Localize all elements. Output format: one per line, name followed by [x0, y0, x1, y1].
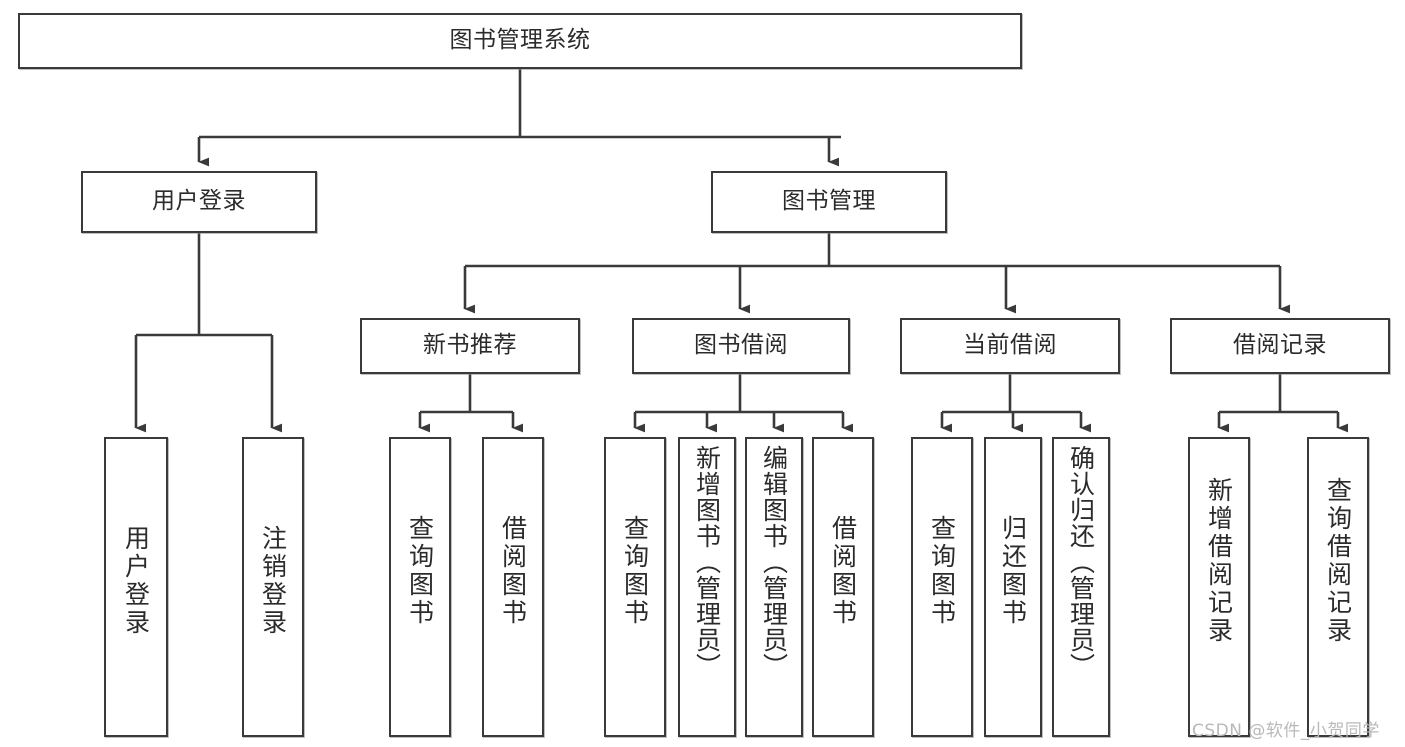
node-book-borrow[interactable]: 图书借阅 — [632, 318, 850, 374]
node-leaf-query-record[interactable]: 查询借阅记录 — [1307, 437, 1369, 737]
watermark: CSDN @软件_小贺同学 — [1192, 721, 1380, 741]
node-root-label: 图书管理系统 — [449, 27, 591, 54]
node-book-management-label: 图书管理 — [782, 188, 876, 215]
node-leaf-edit-book-label: 编辑图书（管理员） — [759, 445, 789, 679]
node-leaf-query-book-1-label: 查询图书 — [405, 515, 435, 627]
node-leaf-add-book-label: 新增图书（管理员） — [692, 445, 722, 679]
node-current-borrow-label: 当前借阅 — [963, 332, 1057, 359]
node-leaf-borrow-book-1-label: 借阅图书 — [498, 515, 528, 627]
node-leaf-return-book-label: 归还图书 — [998, 515, 1028, 627]
node-new-book-recommend[interactable]: 新书推荐 — [360, 318, 580, 374]
node-leaf-add-book[interactable]: 新增图书（管理员） — [678, 437, 736, 737]
node-leaf-add-record-label: 新增借阅记录 — [1204, 477, 1234, 645]
node-leaf-logout-login[interactable]: 注销登录 — [242, 437, 304, 737]
node-leaf-query-book-3-label: 查询图书 — [927, 515, 957, 627]
node-book-borrow-label: 图书借阅 — [694, 332, 788, 359]
node-leaf-query-record-label: 查询借阅记录 — [1323, 477, 1353, 645]
node-leaf-logout-login-label: 注销登录 — [258, 525, 288, 637]
node-leaf-query-book-3[interactable]: 查询图书 — [911, 437, 973, 737]
node-leaf-edit-book[interactable]: 编辑图书（管理员） — [745, 437, 803, 737]
node-user-login[interactable]: 用户登录 — [81, 171, 317, 233]
node-leaf-user-login[interactable]: 用户登录 — [104, 437, 168, 737]
node-leaf-confirm-return-label: 确认归还（管理员） — [1066, 445, 1096, 679]
node-leaf-return-book[interactable]: 归还图书 — [984, 437, 1042, 737]
node-leaf-borrow-book-2-label: 借阅图书 — [828, 515, 858, 627]
node-leaf-user-login-label: 用户登录 — [121, 525, 151, 637]
node-leaf-query-book-2-label: 查询图书 — [620, 515, 650, 627]
node-leaf-borrow-book-2[interactable]: 借阅图书 — [812, 437, 874, 737]
node-borrow-record[interactable]: 借阅记录 — [1170, 318, 1390, 374]
node-leaf-query-book-2[interactable]: 查询图书 — [604, 437, 666, 737]
node-root[interactable]: 图书管理系统 — [18, 13, 1022, 69]
node-leaf-add-record[interactable]: 新增借阅记录 — [1188, 437, 1250, 737]
node-current-borrow[interactable]: 当前借阅 — [900, 318, 1120, 374]
node-book-management[interactable]: 图书管理 — [711, 171, 947, 233]
node-new-book-recommend-label: 新书推荐 — [423, 332, 517, 359]
node-user-login-label: 用户登录 — [152, 188, 246, 215]
node-leaf-query-book-1[interactable]: 查询图书 — [389, 437, 451, 737]
node-borrow-record-label: 借阅记录 — [1233, 332, 1327, 359]
node-leaf-borrow-book-1[interactable]: 借阅图书 — [482, 437, 544, 737]
node-leaf-confirm-return[interactable]: 确认归还（管理员） — [1052, 437, 1110, 737]
